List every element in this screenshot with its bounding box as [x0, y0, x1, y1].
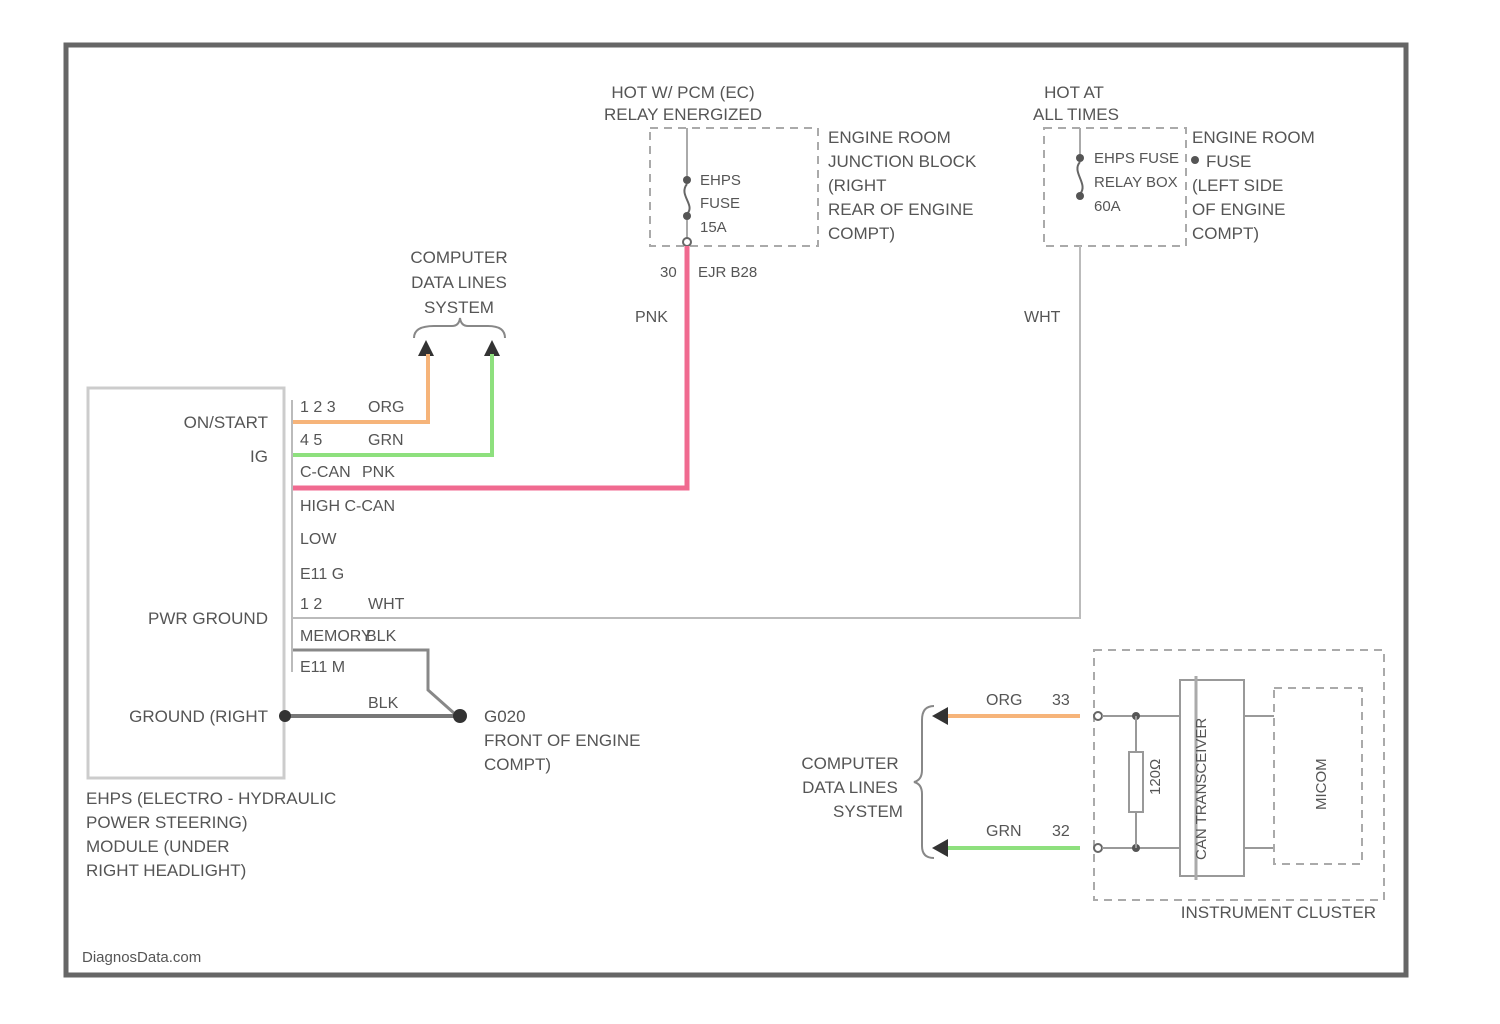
relay-contact-icon: [1191, 156, 1199, 164]
cluster-data-lines-line3: SYSTEM: [833, 802, 903, 821]
ehps-module-name-line4: RIGHT HEADLIGHT): [86, 861, 246, 880]
wire-color-3: PNK: [362, 464, 395, 481]
watermark: DiagnosData.com: [82, 949, 201, 966]
arrow-left-icon: [932, 839, 948, 857]
ground-point-icon: [453, 709, 467, 723]
wire-color-1: ORG: [368, 399, 404, 416]
data-lines-top-line3: SYSTEM: [424, 298, 494, 317]
fuse-box-2: HOT AT ALL TIMES EHPS FUSE RELAY BOX 60A…: [1024, 83, 1315, 326]
ground-point: G020 FRONT OF ENGINE COMPT): [453, 707, 640, 774]
arrow-left-icon: [932, 707, 948, 725]
wire-pins-9: E11 M: [300, 659, 345, 676]
ground-point-location-line1: FRONT OF ENGINE: [484, 731, 640, 750]
fuse-2-label-line2: RELAY BOX: [1094, 174, 1178, 191]
cluster-data-lines-brace-icon: [914, 706, 934, 858]
cluster-pin-icon: [1094, 844, 1102, 852]
fuse-element-icon: [684, 184, 689, 214]
fuse-terminal-icon: [1076, 154, 1084, 162]
micom-label: MICOM: [1313, 758, 1330, 810]
fuse-terminal-icon: [683, 176, 691, 184]
ground-wire-color: BLK: [368, 695, 399, 712]
fuse-box-2-location-line4: OF ENGINE: [1192, 200, 1286, 219]
wire-pins-7: 1 2: [300, 596, 322, 613]
ehps-module-name-line1: EHPS (ELECTRO - HYDRAULIC: [86, 789, 336, 808]
pin-label-pwr-ground: PWR GROUND: [148, 609, 268, 628]
cluster-data-lines-line2: DATA LINES: [802, 778, 898, 797]
arrow-up-icon: [484, 340, 500, 356]
data-lines-top-line1: COMPUTER: [410, 248, 507, 267]
fuse-box-1-wire-color: PNK: [635, 309, 668, 326]
ground-point-id: G020: [484, 707, 526, 726]
cluster-wire1-color: ORG: [986, 692, 1022, 709]
resistor-label: 120Ω: [1147, 759, 1164, 795]
fuse-box-2-hot-label-line2: ALL TIMES: [1033, 105, 1119, 124]
ground-splice-icon: [279, 710, 291, 722]
wire-color-8: BLK: [366, 628, 397, 645]
fuse-box-1-location-line4: REAR OF ENGINE: [828, 200, 973, 219]
fuse-1-label-line2: FUSE: [700, 195, 740, 212]
can-transceiver-label: CAN TRANSCEIVER: [1193, 718, 1210, 860]
ehps-module-name-line3: MODULE (UNDER: [86, 837, 230, 856]
fuse-2-label-line1: EHPS FUSE: [1094, 150, 1179, 167]
fuse-box-2-location-line5: COMPT): [1192, 224, 1259, 243]
fuse-box-2-location-line2: FUSE: [1206, 152, 1251, 171]
cluster-wire2-pin: 32: [1052, 823, 1070, 840]
can-transceiver-box: [1180, 680, 1244, 876]
ground-point-location-line2: COMPT): [484, 755, 551, 774]
wire-pins-8: MEMORY: [300, 628, 372, 645]
wire-color-2: GRN: [368, 432, 404, 449]
fuse-box-1: HOT W/ PCM (EC) RELAY ENERGIZED EHPS FUS…: [604, 83, 977, 326]
fuse-box-1-location-line1: ENGINE ROOM: [828, 128, 951, 147]
fuse-box-2-location-line3: (LEFT SIDE: [1192, 176, 1283, 195]
fuse-2-label-line3: 60A: [1094, 198, 1121, 215]
data-lines-top-line2: DATA LINES: [411, 273, 507, 292]
instrument-cluster: COMPUTER DATA LINES SYSTEM ORG 33 GRN 32…: [801, 650, 1384, 922]
data-lines-top: COMPUTER DATA LINES SYSTEM: [410, 248, 507, 356]
cluster-data-lines-line1: COMPUTER: [801, 754, 898, 773]
fuse-element-icon: [1077, 162, 1082, 194]
fuse-1-label-line1: EHPS: [700, 172, 741, 189]
wire-pins-4: HIGH C-CAN: [300, 498, 395, 515]
ehps-module-name-line2: POWER STEERING): [86, 813, 248, 832]
fuse-box-1-connector: 30: [660, 264, 677, 281]
fuse-terminal-icon: [1076, 192, 1084, 200]
fuse-terminal-icon: [683, 212, 691, 220]
ehps-module: ON/START IG PWR GROUND GROUND (RIGHT 1 2…: [86, 388, 405, 880]
resistor-icon: [1129, 752, 1143, 812]
cluster-wire2-color: GRN: [986, 823, 1022, 840]
fuse-box-2-hot-label-line1: HOT AT: [1044, 83, 1104, 102]
cluster-wire1-pin: 33: [1052, 692, 1070, 709]
wire-pins-6: E11 G: [300, 566, 344, 583]
fuse-box-1-hot-label-line2: RELAY ENERGIZED: [604, 105, 762, 124]
pin-label-on-start: ON/START: [184, 413, 268, 432]
instrument-cluster-name: INSTRUMENT CLUSTER: [1181, 903, 1376, 922]
fuse-box-1-location-line2: JUNCTION BLOCK: [828, 152, 977, 171]
fuse-box-1-location-line3: (RIGHT: [828, 176, 887, 195]
cluster-pin-icon: [1094, 712, 1102, 720]
pin-label-ig: IG: [250, 447, 268, 466]
fuse-box-2-location-line1: ENGINE ROOM: [1192, 128, 1315, 147]
fuse-box-2-wire-color: WHT: [1024, 309, 1061, 326]
wire-color-7: WHT: [368, 596, 405, 613]
arrow-up-icon: [418, 340, 434, 356]
wire-pins-3: C-CAN: [300, 464, 351, 481]
fuse-box-1-hot-label-line1: HOT W/ PCM (EC): [611, 83, 754, 102]
fuse-box-1-location-line5: COMPT): [828, 224, 895, 243]
data-lines-brace-icon: [414, 318, 505, 338]
wire-pins-1: 1 2 3: [300, 399, 336, 416]
fuse-box-1-connector-ref: EJR B28: [698, 264, 757, 281]
wire-pins-2: 4 5: [300, 432, 322, 449]
wire-pins-5: LOW: [300, 531, 337, 548]
pin-label-ground-right: GROUND (RIGHT: [129, 707, 268, 726]
connector-pin-icon: [683, 238, 691, 246]
fuse-1-label-line3: 15A: [700, 219, 727, 236]
